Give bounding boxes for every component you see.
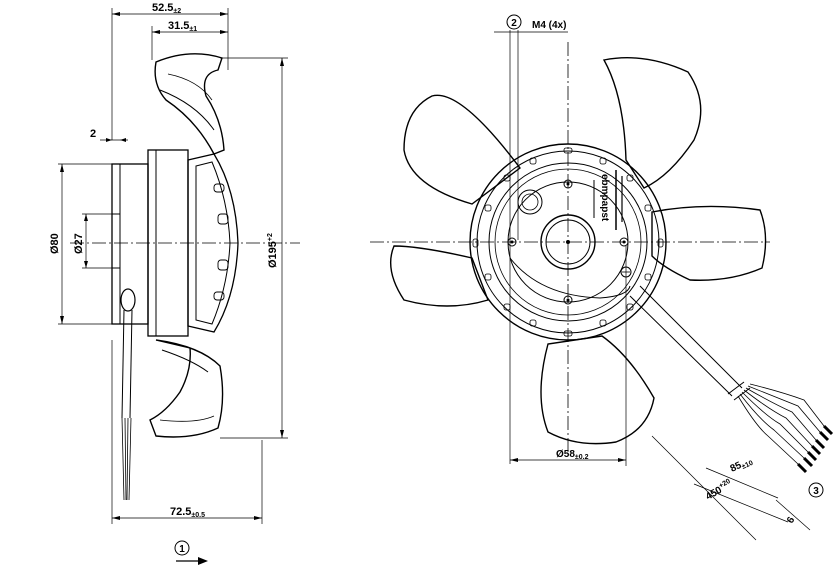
front-view: ebmpapst xyxy=(370,14,834,541)
dim-dia-195: Ø195+2 xyxy=(267,233,279,268)
dim-lead-85: 85±10 xyxy=(729,455,755,476)
brand-label: ebmpapst xyxy=(593,170,623,230)
dim-width-total: 52.5±2 xyxy=(152,2,181,15)
dim-dia-80: Ø80 xyxy=(49,233,61,254)
svg-text:ebmpapst: ebmpapst xyxy=(599,174,610,222)
dim-strip-6: 6 xyxy=(785,515,798,526)
wire-ends xyxy=(796,424,834,474)
dim-length-total: 72.5±0.5 xyxy=(170,506,205,519)
callout-1: 1 xyxy=(179,544,185,555)
dim-screw-m4: M4 (4x) xyxy=(532,20,566,31)
dim-dia-27: Ø27 xyxy=(73,233,85,254)
dim-flange: 2 xyxy=(90,128,96,140)
callout-3: 3 xyxy=(813,486,819,497)
dim-lead-450: 450+20 xyxy=(704,478,735,503)
lead-wires xyxy=(737,383,825,465)
side-view: 52.5±2 31.5±1 2 Ø80 Ø27 xyxy=(49,2,300,565)
dim-width-hub: 31.5±1 xyxy=(168,20,197,33)
dim-dia-58: Ø58±0.2 xyxy=(556,449,589,461)
callout-2: 2 xyxy=(511,18,517,29)
